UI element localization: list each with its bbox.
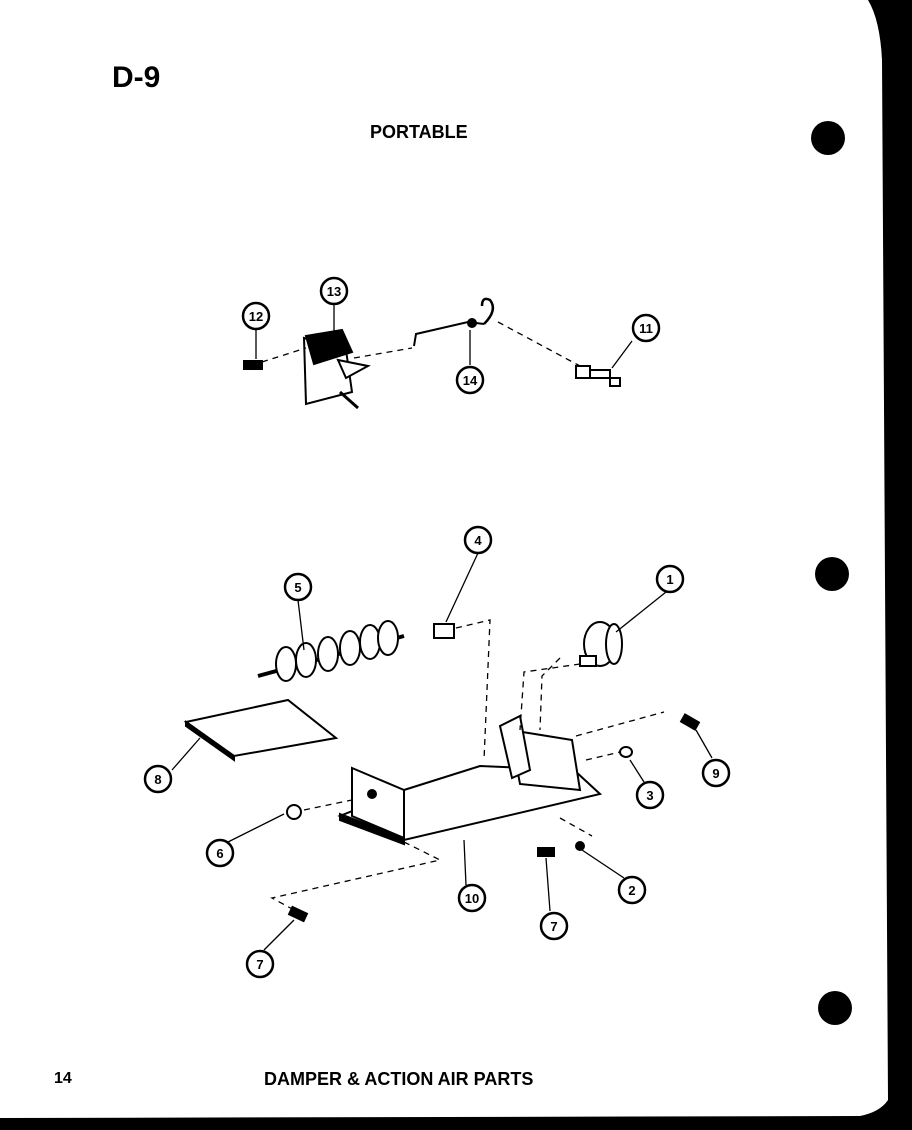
washer-part-6	[286, 804, 302, 820]
callout-6: 6	[216, 846, 223, 861]
callout-12: 12	[249, 309, 263, 324]
damper-blade-shaft-part-5	[257, 620, 405, 682]
callout-13: 13	[327, 284, 341, 299]
callout-14: 14	[463, 373, 478, 388]
nut-part-2	[575, 841, 585, 851]
punch-hole	[815, 557, 849, 591]
screw-part-7-left	[287, 905, 309, 923]
callout-circles	[143, 276, 731, 979]
callout-3: 3	[646, 788, 653, 803]
lower-assembly	[171, 552, 713, 951]
diagram-heading: PORTABLE	[370, 122, 468, 142]
screw-part-9	[679, 713, 701, 731]
footer-title: DAMPER & ACTION AIR PARTS	[264, 1069, 533, 1089]
callout-11: 11	[639, 321, 653, 336]
screw-part-7-right	[537, 847, 555, 857]
callout-8: 8	[154, 772, 161, 787]
page-code: D-9	[112, 61, 160, 94]
callout-7-left: 7	[256, 957, 263, 972]
punch-hole	[818, 991, 852, 1025]
punch-hole	[811, 121, 845, 155]
base-plate-part-10	[337, 714, 603, 846]
page-number: 14	[54, 1070, 72, 1087]
nut-part-3	[619, 746, 633, 758]
actuator-motor-part-1	[579, 621, 623, 667]
callout-7-right: 7	[550, 919, 557, 934]
callout-1: 1	[666, 572, 673, 587]
knob-shaft-part-11	[575, 365, 621, 387]
damper-bracket-part-13	[302, 328, 371, 410]
callout-2: 2	[628, 883, 635, 898]
callout-5: 5	[294, 580, 301, 595]
filter-pad-part-8	[183, 698, 339, 762]
callout-9: 9	[712, 766, 719, 781]
bushing-part-4	[433, 623, 455, 639]
callout-10: 10	[465, 891, 479, 906]
callout-4: 4	[474, 533, 482, 548]
paper-sheet	[0, 0, 888, 1118]
upper-assembly	[243, 297, 633, 410]
screw-part-12	[243, 360, 263, 370]
